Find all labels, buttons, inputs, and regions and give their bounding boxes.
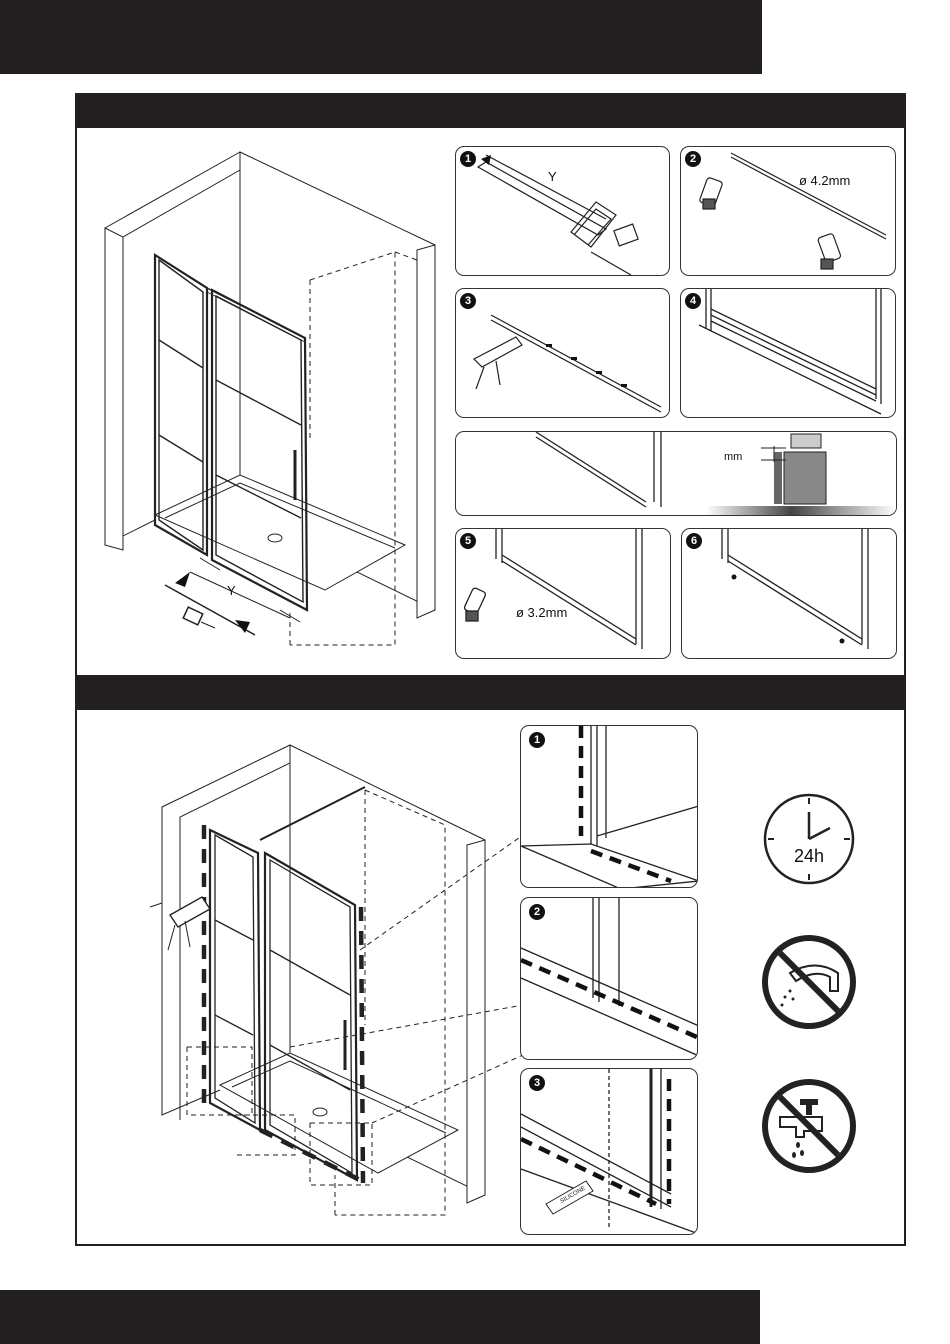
top-header-bar xyxy=(0,0,762,74)
bottom-footer-bar xyxy=(0,1290,760,1344)
seal-corner-profile-illustration: SILICONE xyxy=(521,1069,698,1235)
clock-duration-label: 24h xyxy=(794,846,824,866)
profile-cut-illustration: Y xyxy=(456,147,670,276)
clearance-mm-label: mm xyxy=(724,451,742,463)
clearance-detail-illustration: mm xyxy=(456,432,897,516)
step-number-badge: 4 xyxy=(685,293,701,309)
step-number-badge: 1 xyxy=(529,732,545,748)
measure-y-label: Y xyxy=(227,583,236,598)
step-1-measure-label: Y xyxy=(548,169,557,184)
fix-profile-illustration xyxy=(681,289,896,418)
step-6-panel: 6 xyxy=(681,528,897,659)
section-1-header xyxy=(75,93,906,128)
step-5-panel: 5 ø 3.2mm xyxy=(455,528,671,659)
seal-wall-profile-illustration xyxy=(521,726,698,888)
step-1-panel: 1 Y xyxy=(455,146,670,276)
shower-enclosure-measure-illustration: Y xyxy=(95,140,445,660)
step-2-panel: 2 ø 4.2mm xyxy=(680,146,896,276)
step-number-badge: 5 xyxy=(460,533,476,549)
seal-step-2-panel: 2 xyxy=(520,897,698,1060)
seal-step-3-panel: 3 SILICONE xyxy=(520,1068,698,1235)
drill-profile-illustration: ø 4.2mm xyxy=(681,147,896,276)
seal-base-profile-illustration xyxy=(521,898,698,1060)
no-shower-icon xyxy=(760,933,858,1031)
step-number-badge: 2 xyxy=(529,904,545,920)
screw-wall-profile-illustration xyxy=(682,529,897,659)
step-number-badge: 6 xyxy=(686,533,702,549)
step-number-badge: 2 xyxy=(685,151,701,167)
drill-wall-profile-illustration: ø 3.2mm xyxy=(456,529,671,659)
silicone-profile-illustration xyxy=(456,289,670,418)
step-3-panel: 3 xyxy=(455,288,670,418)
section-2-header xyxy=(75,675,906,710)
drill-diameter-label: ø 4.2mm xyxy=(799,173,850,188)
step-number-badge: 3 xyxy=(460,293,476,309)
step-number-badge: 3 xyxy=(529,1075,545,1091)
clearance-detail-panel: mm xyxy=(455,431,897,516)
step-4-panel: 4 xyxy=(680,288,896,418)
step-number-badge: 1 xyxy=(460,151,476,167)
drill-diameter-label-2: ø 3.2mm xyxy=(516,605,567,620)
no-tap-water-icon xyxy=(760,1077,858,1175)
clock-icon: 24h xyxy=(762,792,856,886)
seal-step-1-panel: 1 xyxy=(520,725,698,888)
